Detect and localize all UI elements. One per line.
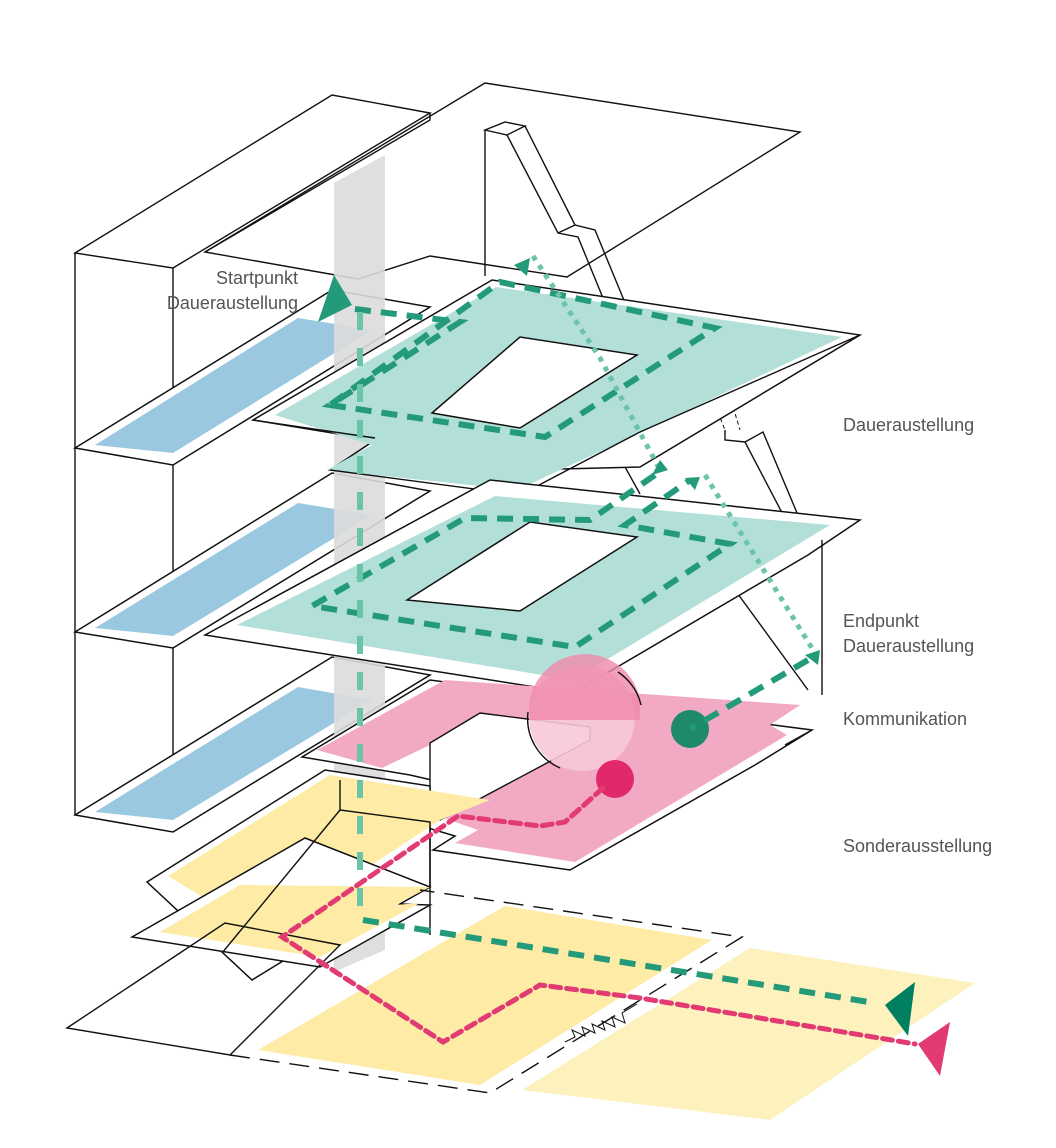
dauer-path-stair-down-2 [702, 473, 821, 660]
dauer-lower-void [404, 521, 640, 612]
dauer-path-lower-loop [303, 472, 738, 651]
stair-outer [524, 125, 629, 311]
label-kommunikation: Kommunikation [843, 707, 967, 732]
komm-dome-arc-right [617, 671, 642, 706]
green-exit-path [362, 917, 876, 1006]
side-area-1 [95, 318, 372, 453]
side-area-2 [95, 503, 372, 636]
circulation-paths [277, 254, 918, 1047]
label-endpunkt: Endpunkt Daueraustellung [843, 609, 974, 659]
ground-slab [65, 922, 342, 1056]
label-sonderausstellung-text: Sonderausstellung [843, 836, 993, 856]
ground-dashed-outline [229, 889, 745, 1094]
komm-dome-arc-left [526, 711, 561, 769]
label-endpunkt-line2: Daueraustellung [843, 636, 975, 656]
floor-dauer-upper-edge [329, 334, 861, 496]
side-area-3 [95, 687, 372, 820]
path-arrow-top [514, 258, 530, 276]
entrance-zigzag [564, 1003, 638, 1043]
sonder-core-box [339, 780, 431, 935]
label-sonderausstellung: Sonderausstellung [843, 834, 992, 859]
label-startpunkt: Startpunkt Daueraustellung [143, 266, 298, 316]
floor-kommunikation [299, 654, 815, 871]
end-marker-arrow [805, 650, 820, 665]
label-kommunikation-text: Kommunikation [843, 709, 968, 729]
stair-bottom-run [734, 589, 809, 691]
pink-exit-triangle [918, 1022, 950, 1076]
label-endpunkt-line1: Endpunkt [843, 611, 920, 631]
stair-step-top [557, 224, 576, 234]
floor-dauer-lower [202, 479, 863, 695]
dauer-path-upper-loop [321, 278, 723, 441]
path-arrow-mid-2 [685, 477, 700, 490]
komm-dome-top [529, 654, 640, 720]
sonder-core-box-2 [221, 809, 341, 954]
roof-slab [203, 82, 802, 280]
floor-dauer-upper-front [252, 419, 376, 439]
label-daueraustellung-text: Daueraustellung [843, 415, 975, 435]
stair-top-cap [482, 121, 528, 136]
ground-floor [65, 889, 975, 1120]
komm-dot-pink [596, 760, 634, 798]
dauer-path-exit [688, 657, 810, 732]
label-startpunkt-line2: Daueraustellung [166, 293, 298, 313]
ground-sonder-area [258, 906, 712, 1085]
dauer-upper-void [430, 336, 640, 429]
ground-foyer-area [522, 948, 975, 1120]
green-exit-triangle [885, 982, 915, 1036]
path-arrow-mid [652, 460, 668, 475]
stair-inner [506, 134, 613, 321]
label-daueraustellung: Daueraustellung [843, 413, 974, 438]
left-wing-roof-right [204, 113, 431, 253]
dauer-path-stair-down [530, 254, 663, 472]
label-startpunkt-line1: Startpunkt [215, 268, 298, 288]
start-marker-triangle [318, 275, 352, 322]
markers [318, 258, 950, 1076]
pink-path-komm [277, 785, 918, 1047]
